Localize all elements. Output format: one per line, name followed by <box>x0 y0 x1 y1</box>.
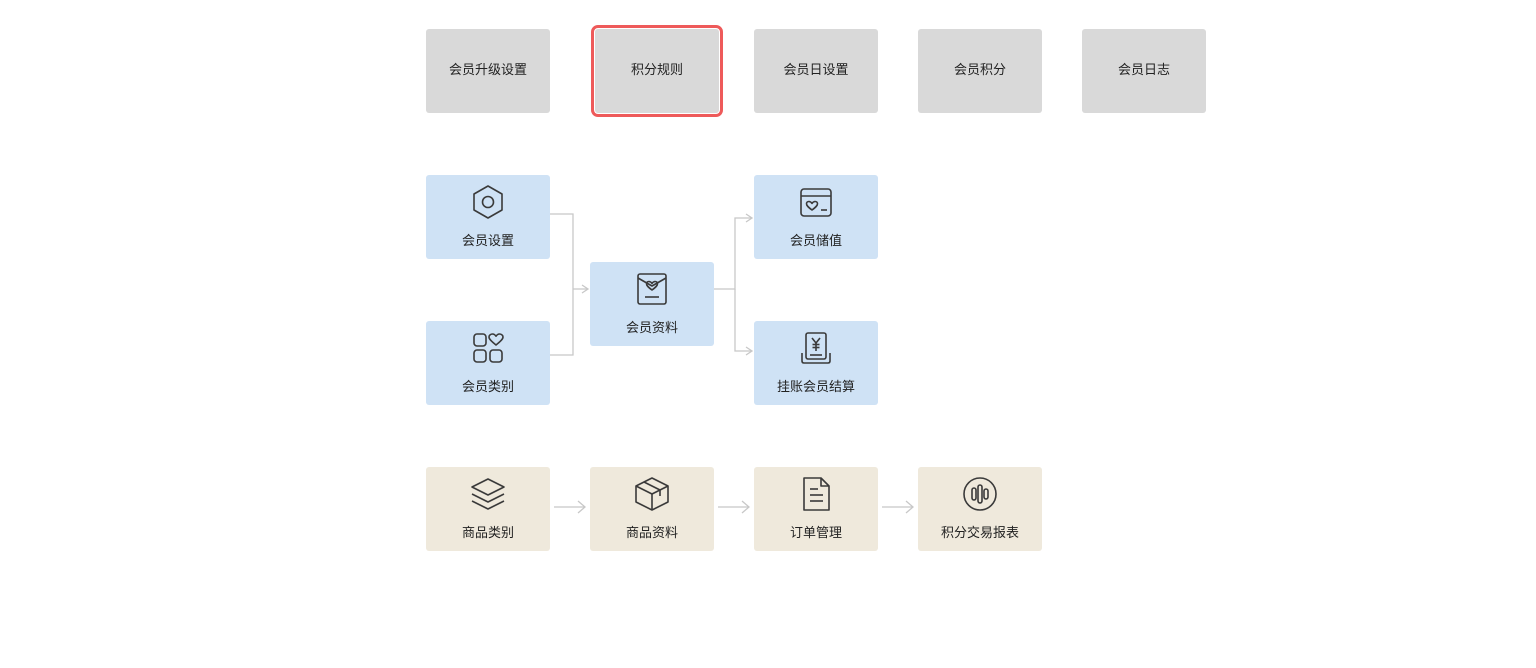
grid-heart-icon <box>469 329 507 367</box>
tile-points-transaction-report[interactable]: 积分交易报表 <box>918 467 1042 551</box>
tile-label: 会员类别 <box>461 380 514 395</box>
yen-receipt-icon <box>797 329 835 367</box>
tile-label: 会员升级设置 <box>448 63 527 78</box>
tile-member-upgrade-settings[interactable]: 会员升级设置 <box>426 29 550 113</box>
document-icon <box>797 475 835 513</box>
tile-product-category[interactable]: 商品类别 <box>426 467 550 551</box>
tile-label: 会员日志 <box>1117 63 1170 78</box>
tile-label: 会员积分 <box>953 63 1006 78</box>
heart-wallet-icon <box>797 183 835 221</box>
tile-label: 商品类别 <box>461 526 514 541</box>
tile-label: 商品资料 <box>625 526 678 541</box>
connector-profile-split <box>714 217 752 290</box>
tile-member-log[interactable]: 会员日志 <box>1082 29 1206 113</box>
tile-member-stored-value[interactable]: 会员储值 <box>754 175 878 259</box>
tile-product-profile[interactable]: 商品资料 <box>590 467 714 551</box>
tile-member-credit-settlement[interactable]: 挂账会员结算 <box>754 321 878 405</box>
connector-settings-to-profile <box>550 213 574 356</box>
tile-member-settings[interactable]: 会员设置 <box>426 175 550 259</box>
connector-profile-to-settlement <box>734 289 752 352</box>
tile-label: 会员日设置 <box>783 63 849 78</box>
tile-order-management[interactable]: 订单管理 <box>754 467 878 551</box>
tile-label: 会员设置 <box>461 234 514 249</box>
box-icon <box>633 475 671 513</box>
tile-points-rules[interactable]: 积分规则 <box>591 25 723 117</box>
tile-member-profile[interactable]: 会员资料 <box>590 262 714 346</box>
bar-circle-icon <box>961 475 999 513</box>
tile-label: 挂账会员结算 <box>776 380 855 395</box>
tile-label: 会员资料 <box>625 321 678 336</box>
tile-label: 积分规则 <box>630 63 683 78</box>
heart-card-icon <box>633 270 671 308</box>
hexagon-settings-icon <box>469 183 507 221</box>
tile-label: 会员储值 <box>789 234 842 249</box>
tile-label: 订单管理 <box>789 526 842 541</box>
tile-member-category[interactable]: 会员类别 <box>426 321 550 405</box>
tile-member-day-settings[interactable]: 会员日设置 <box>754 29 878 113</box>
tile-member-points[interactable]: 会员积分 <box>918 29 1042 113</box>
tile-label: 积分交易报表 <box>940 526 1019 541</box>
layers-icon <box>469 475 507 513</box>
